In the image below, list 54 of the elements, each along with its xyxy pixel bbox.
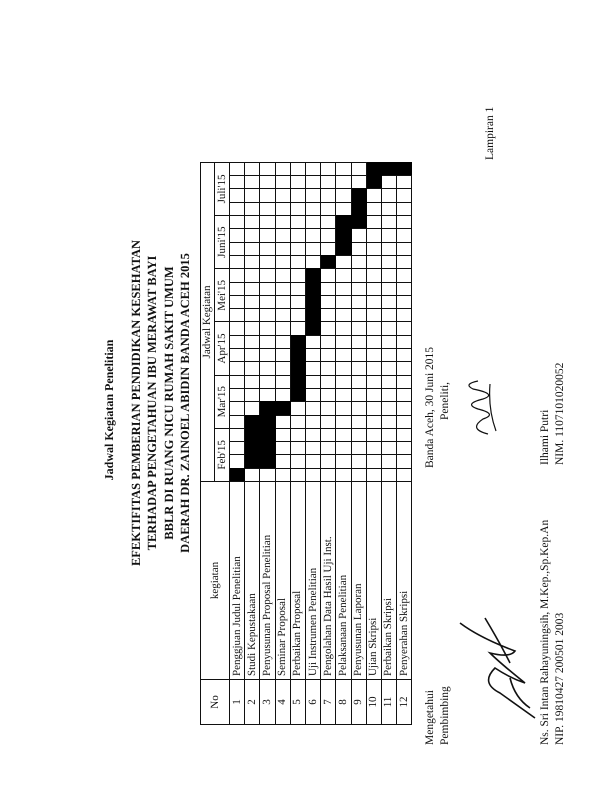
activity-name: Pelaksanaan Penelitian [336, 481, 352, 679]
month-header: Apr'15 [215, 321, 230, 375]
gantt-bar [321, 254, 336, 268]
activity-name: Pengolahan Data Hasil Uji Inst. [321, 481, 336, 679]
gantt-bar [290, 334, 306, 402]
role-label: Pembimbing [439, 686, 452, 745]
month-header: Juli'15 [215, 162, 230, 216]
gantt-bar [306, 268, 322, 335]
month-header: Mar'15 [215, 374, 230, 428]
activity-name: Seminar Proposal [276, 481, 291, 679]
appendix-label: Lampiran 1 [484, 106, 497, 160]
activity-name: Penyerahan Skripsi [397, 481, 412, 679]
row-number: 6 [306, 679, 322, 724]
activity-name: Penyusunan Proposal Penelitian [260, 481, 276, 679]
activity-name: Ujian Skripsi [366, 481, 382, 679]
gantt-bar [336, 215, 352, 255]
activity-name: Perbaikan Skripsi [382, 481, 398, 679]
gantt-bar [352, 188, 367, 228]
row-number: 4 [276, 679, 291, 724]
row-number: 3 [260, 679, 276, 724]
approval-label: Mengetahui [424, 690, 437, 745]
supervisor-id: NIP. 19810427 200501 2003 [554, 612, 567, 745]
supervisor-name: Ns. Sri Intan Rahayuningsih, M.Kep.,Sp.Kep.An [539, 520, 552, 745]
row-number: 12 [397, 679, 412, 724]
column-header: kegiatan [201, 481, 230, 679]
row-number: 10 [366, 679, 382, 724]
place-date: Banda Aceh, 30 Juni 2015 [424, 346, 437, 468]
row-number: 5 [290, 679, 306, 724]
gantt-bar [366, 162, 382, 188]
gantt-bar [276, 401, 291, 415]
row-number: 9 [352, 679, 367, 724]
researcher-name: Ilhami Putri [539, 410, 552, 465]
column-header: No [201, 679, 230, 724]
row-number: 8 [336, 679, 352, 724]
month-header: Juni'15 [215, 215, 230, 268]
gantt-bar [397, 162, 412, 176]
researcher-id: NIM. 1107101020052 [554, 362, 567, 465]
gantt-bar [245, 414, 260, 468]
row-number: 1 [230, 679, 246, 724]
row-number: 11 [382, 679, 398, 724]
activity-name: Penggjuan Judul Penelitian [230, 481, 246, 679]
gantt-bar [230, 468, 246, 481]
activity-name: Studi Kepustakaan [245, 481, 260, 679]
activity-name: Perbaikan Proposal [290, 481, 306, 679]
page-title: Jadwal Kegiatan Penelitian [103, 338, 117, 482]
research-title: EFEKTIFITAS PEMBERIAN PENDIDIKAN KESEHATAN TERHADAP PENGETAHUAN IBU MERAWAT BAYI BBLR DI RUANG NICU RUMAH SAKIT UMUM DAERAH DR. ZAINOEL ABIDIN BANDA ACEH 2015 [128, 238, 193, 568]
row-number: 7 [321, 679, 336, 724]
activity-name: Penyusunan Laporan [352, 481, 367, 679]
role-label: Peneliti, [439, 382, 452, 420]
month-header: Mei'15 [215, 268, 230, 322]
column-header: Jadwal Kegiatan [201, 162, 215, 481]
activity-name: Uji Instrumen Penelitian [306, 481, 322, 679]
row-number: 2 [245, 679, 260, 724]
gantt-bar [260, 401, 276, 468]
